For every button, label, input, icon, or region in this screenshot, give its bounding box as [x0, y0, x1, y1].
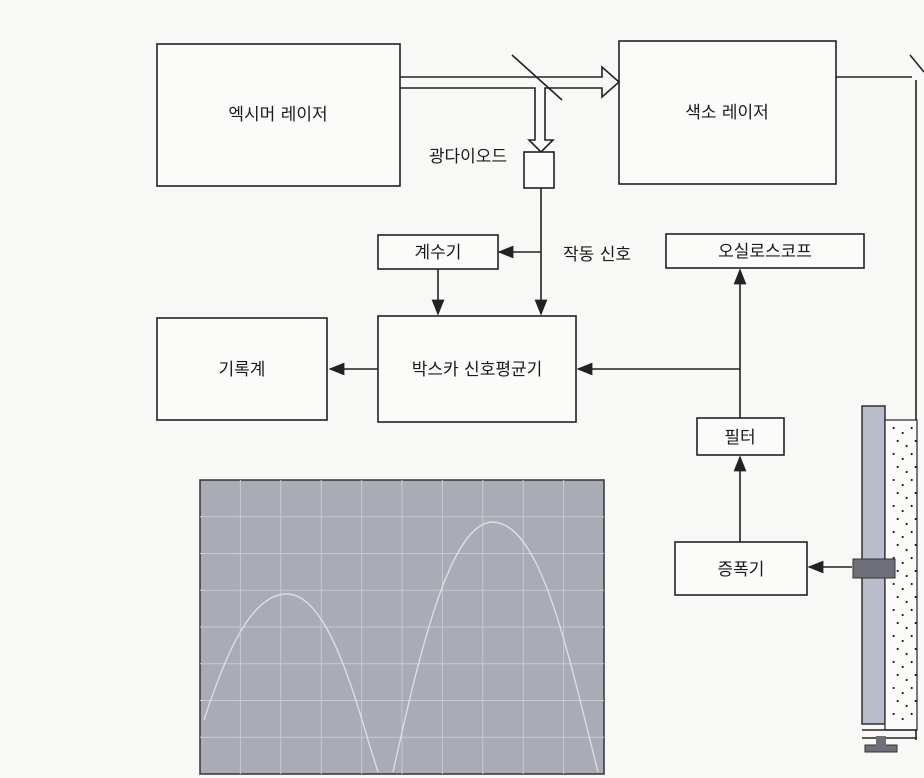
amplifier-label: 증폭기 [718, 560, 765, 580]
excimer-laser-label: 엑시머 레이저 [228, 105, 327, 125]
beam-splitter [511, 54, 563, 101]
photodiode-label: 광다이오드 [429, 147, 507, 167]
trigger-signal-label: 작동 신호 [563, 245, 631, 265]
oscilloscope-block: 오실로스코프 [665, 233, 865, 269]
photodiode: 광다이오드 [429, 147, 555, 189]
signal-trace [203, 521, 599, 773]
oscilloscope-label: 오실로스코프 [718, 242, 812, 262]
excimer-laser-block: 엑시머 레이저 [156, 43, 401, 187]
oscilloscope-screen [199, 479, 605, 775]
filter-label: 필터 [724, 428, 755, 448]
dye-laser-label: 색소 레이저 [685, 103, 769, 123]
sample-cell [852, 405, 918, 753]
mirror [909, 54, 924, 73]
counter-block: 계수기 [377, 234, 499, 270]
filter-block: 필터 [696, 417, 785, 456]
recorder-block: 기록계 [156, 317, 328, 421]
recorder-label: 기록계 [219, 360, 266, 380]
cell-particles [892, 426, 917, 721]
screen-grid [200, 480, 604, 774]
counter-label: 계수기 [415, 243, 462, 263]
boxcar-averager-label: 박스카 신호평균기 [412, 360, 543, 380]
boxcar-averager-block: 박스카 신호평균기 [377, 315, 577, 423]
amplifier-block: 증폭기 [674, 541, 808, 596]
dye-laser-block: 색소 레이저 [618, 40, 837, 185]
detector [852, 558, 896, 579]
